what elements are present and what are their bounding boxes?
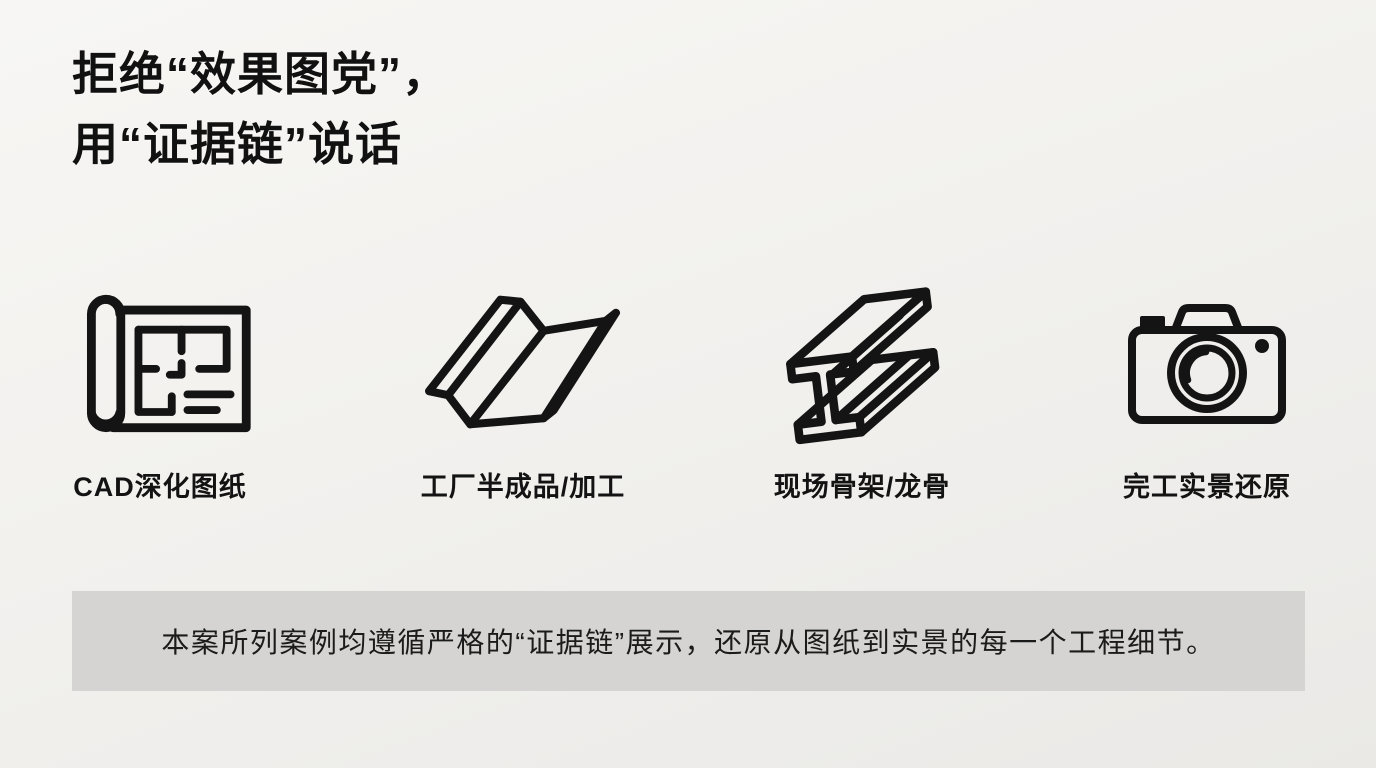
- step-label-factory-panel: 工厂半成品/加工: [420, 472, 626, 502]
- metal-panel-icon: [425, 295, 620, 428]
- process-step-factory-panel: 工厂半成品/加工: [393, 270, 653, 504]
- footer-banner: 本案所列案例均遵循严格的“证据链”展示，还原从图纸到实景的每一个工程细节。: [72, 591, 1305, 691]
- icon-box: [30, 270, 290, 455]
- title-line-1: 拒绝“效果图党”，: [72, 48, 449, 100]
- icon-box: [732, 270, 992, 455]
- page-title: 拒绝“效果图党”， 用“证据链”说话: [72, 40, 449, 180]
- step-label-site-framework: 现场骨架/龙骨: [773, 472, 951, 502]
- camera-icon: [1128, 304, 1286, 424]
- process-step-cad-drawing: CAD深化图纸: [30, 270, 290, 504]
- process-flow: CAD深化图纸 工厂半成品/加工: [0, 270, 1376, 662]
- icon-box: [1077, 270, 1337, 455]
- steel-beam-icon: [786, 286, 940, 444]
- process-step-finished-photo: 完工实景还原: [1077, 270, 1337, 504]
- footer-note: 本案所列案例均遵循严格的“证据链”展示，还原从图纸到实景的每一个工程细节。: [161, 627, 1216, 658]
- blueprint-icon: [86, 294, 251, 432]
- icon-box: [393, 270, 653, 455]
- process-step-site-framework: 现场骨架/龙骨: [732, 270, 992, 504]
- title-line-2: 用“证据链”说话: [72, 117, 402, 170]
- step-label-finished-photo: 完工实景还原: [1123, 472, 1291, 502]
- step-label-cad-drawing: CAD深化图纸: [73, 472, 247, 502]
